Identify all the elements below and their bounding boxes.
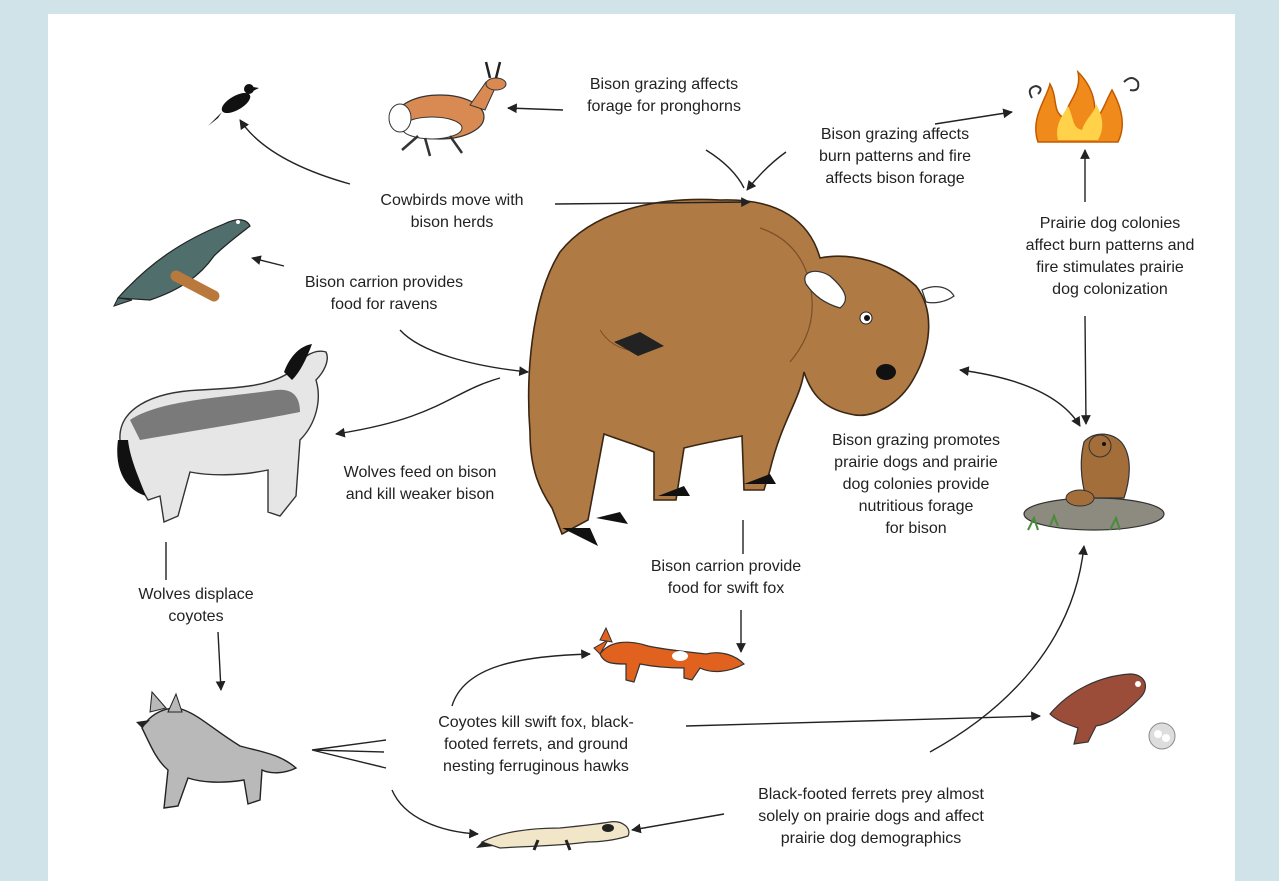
fire-icon — [1030, 72, 1139, 142]
wolf-icon — [117, 344, 327, 522]
hawk-icon — [1050, 674, 1175, 749]
arrow-to-ferret — [632, 814, 724, 830]
label-coyotes-kill: Coyotes kill swift fox, black- footed fe… — [396, 712, 676, 778]
arrow-raven-to-bison — [400, 330, 528, 372]
arrow-coyote-to-fox — [452, 654, 590, 706]
label-wolves-feed: Wolves feed on bison and kill weaker bis… — [304, 462, 536, 506]
swift-fox-icon — [594, 628, 744, 682]
label-wolves-displace: Wolves displace coyotes — [96, 584, 296, 628]
arrow-to-raven — [252, 258, 284, 266]
coyote-icon — [136, 692, 296, 808]
cowbird-icon — [208, 84, 259, 126]
label-prairie-promote: Bison grazing promotes prairie dogs and … — [786, 430, 1046, 540]
arrow-bison-prairie-dog — [960, 370, 1080, 426]
label-pronghorn-forage: Bison grazing affects forage for prongho… — [548, 74, 780, 118]
label-cowbirds: Cowbirds move with bison herds — [340, 190, 564, 234]
arrow-pronghorn-to-bison — [706, 150, 744, 188]
arrow-to-prairie-dog — [1085, 316, 1086, 424]
pronghorn-icon — [389, 62, 506, 156]
arrow-to-coyote — [218, 632, 221, 690]
label-swift-fox: Bison carrion provide food for swift fox — [612, 556, 840, 600]
arrow-coyote-to-hawk — [686, 716, 1040, 726]
arrow-coyote-lines — [312, 740, 386, 768]
arrow-to-fire — [935, 112, 1012, 124]
label-prairie-fire: Prairie dog colonies affect burn pattern… — [990, 213, 1230, 301]
label-ravens: Bison carrion provides food for ravens — [266, 272, 502, 316]
ferret-icon — [476, 822, 629, 850]
label-ferrets-prey: Black-footed ferrets prey almost solely … — [716, 784, 1026, 850]
raven-icon — [114, 220, 250, 306]
arrow-to-cowbird — [240, 120, 350, 184]
label-fire-burn: Bison grazing affects burn patterns and … — [778, 124, 1012, 190]
arrow-coyote-to-ferret — [392, 790, 478, 834]
arrow-bison-to-wolf — [336, 378, 500, 434]
